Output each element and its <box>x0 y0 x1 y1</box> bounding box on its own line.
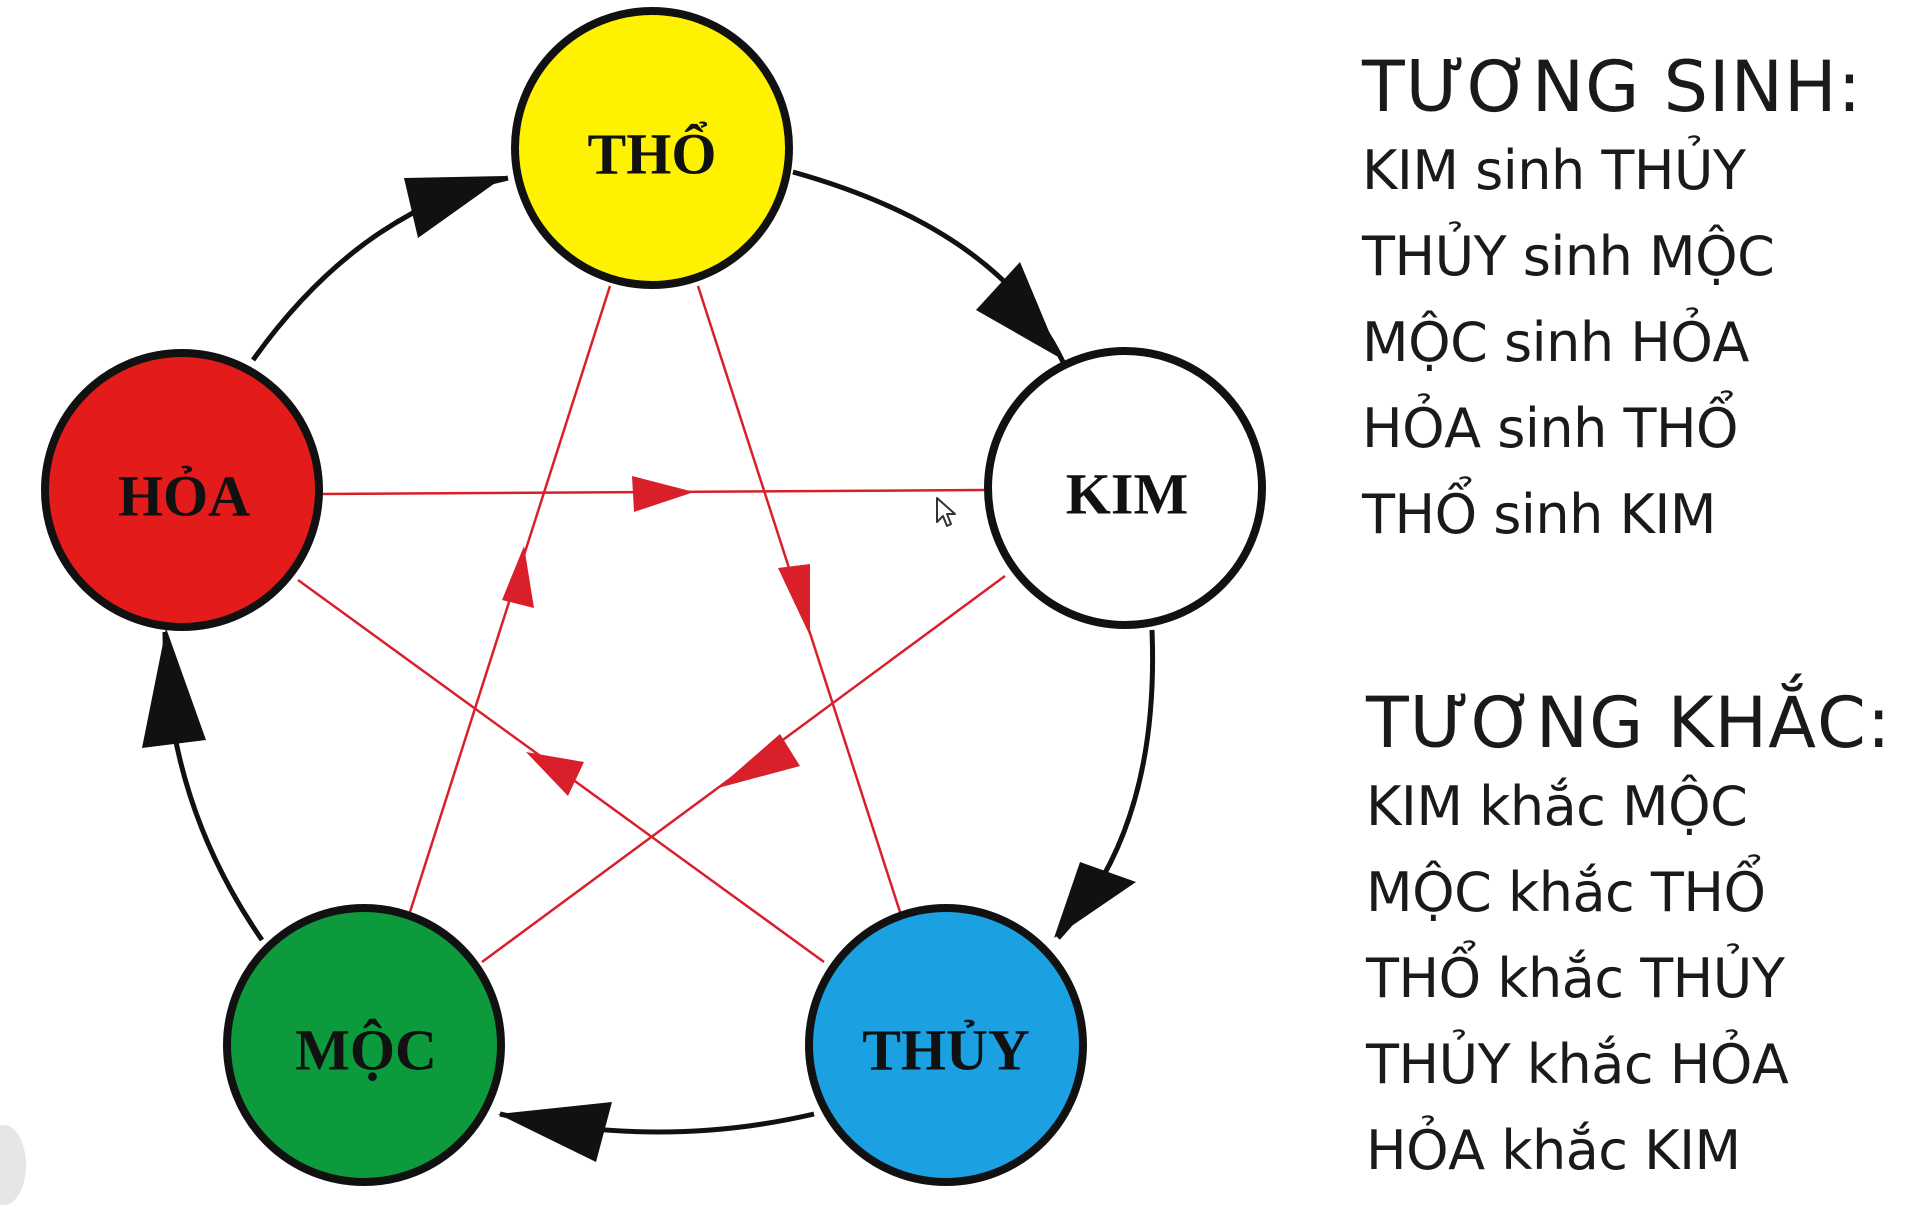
generating-arrowheads <box>142 176 1136 1162</box>
mouse-cursor-icon <box>936 497 956 527</box>
tuong-khac-title: TƯƠNG KHẮC: <box>1366 682 1892 764</box>
tuong-khac-item: HỎA khắc KIM <box>1366 1119 1741 1182</box>
arrow-hoa-kim <box>632 476 694 512</box>
node-thuy: THỦY <box>805 904 1087 1186</box>
arrow-kim-moc <box>718 734 800 788</box>
node-kim: KIM <box>984 347 1266 629</box>
arrow-kim-thuy <box>1054 862 1136 938</box>
node-hoa: HỎA <box>41 349 323 631</box>
arc-hoa-tho <box>250 175 509 362</box>
arrow-moc-hoa <box>142 628 206 748</box>
tuong-khac-item: KIM khắc MỘC <box>1366 775 1748 838</box>
tuong-sinh-legend: TƯƠNG SINH: KIM sinh THỦY THỦY sinh MỘC … <box>1362 52 1862 558</box>
tuong-khac-item: THỦY khắc HỎA <box>1366 1033 1789 1096</box>
arrow-thuy-hoa <box>526 752 584 796</box>
node-tho: THỔ <box>511 7 793 289</box>
tuong-sinh-item: THỦY sinh MỘC <box>1362 225 1775 288</box>
tuong-khac-list: KIM khắc MỘC MỘC khắc THỔ THỔ khắc THỦY … <box>1366 764 1891 1194</box>
overcoming-arrowheads <box>502 476 810 796</box>
arrow-tho-kim <box>976 262 1060 358</box>
node-thuy-label: THỦY <box>862 1017 1030 1082</box>
tuong-khac-item: MỘC khắc THỔ <box>1366 861 1766 924</box>
overcoming-star <box>297 285 1006 964</box>
tuong-sinh-item: HỎA sinh THỔ <box>1362 397 1739 460</box>
node-thuy-circle <box>805 904 1087 1186</box>
node-moc-label: MỘC <box>295 1017 437 1082</box>
arrow-tho-thuy <box>778 564 810 636</box>
node-hoa-label: HỎA <box>118 463 250 528</box>
node-tho-circle <box>511 7 793 289</box>
tuong-sinh-item: THỔ sinh KIM <box>1362 483 1716 546</box>
node-hoa-circle <box>41 349 323 631</box>
tuong-sinh-list: KIM sinh THỦY THỦY sinh MỘC MỘC sinh HỎA… <box>1362 128 1862 558</box>
arrow-thuy-moc <box>498 1102 612 1162</box>
tuong-sinh-title: TƯƠNG SINH: <box>1362 46 1863 128</box>
tuong-khac-legend: TƯƠNG KHẮC: KIM khắc MỘC MỘC khắc THỔ TH… <box>1366 688 1891 1194</box>
tuong-sinh-item: KIM sinh THỦY <box>1362 139 1746 202</box>
arrow-moc-tho <box>502 546 534 608</box>
tuong-sinh-item: MỘC sinh HỎA <box>1362 311 1749 374</box>
node-moc-circle <box>223 904 505 1186</box>
node-tho-label: THỔ <box>588 121 717 186</box>
arrow-hoa-tho <box>404 176 505 238</box>
five-elements-diagram: THỔ KIM THỦY MỘC HỎA <box>41 7 1266 1186</box>
tuong-khac-item: THỔ khắc THỦY <box>1366 947 1785 1010</box>
node-kim-label: KIM <box>1066 461 1188 526</box>
node-moc: MỘC <box>223 904 505 1186</box>
node-kim-circle <box>984 347 1266 629</box>
